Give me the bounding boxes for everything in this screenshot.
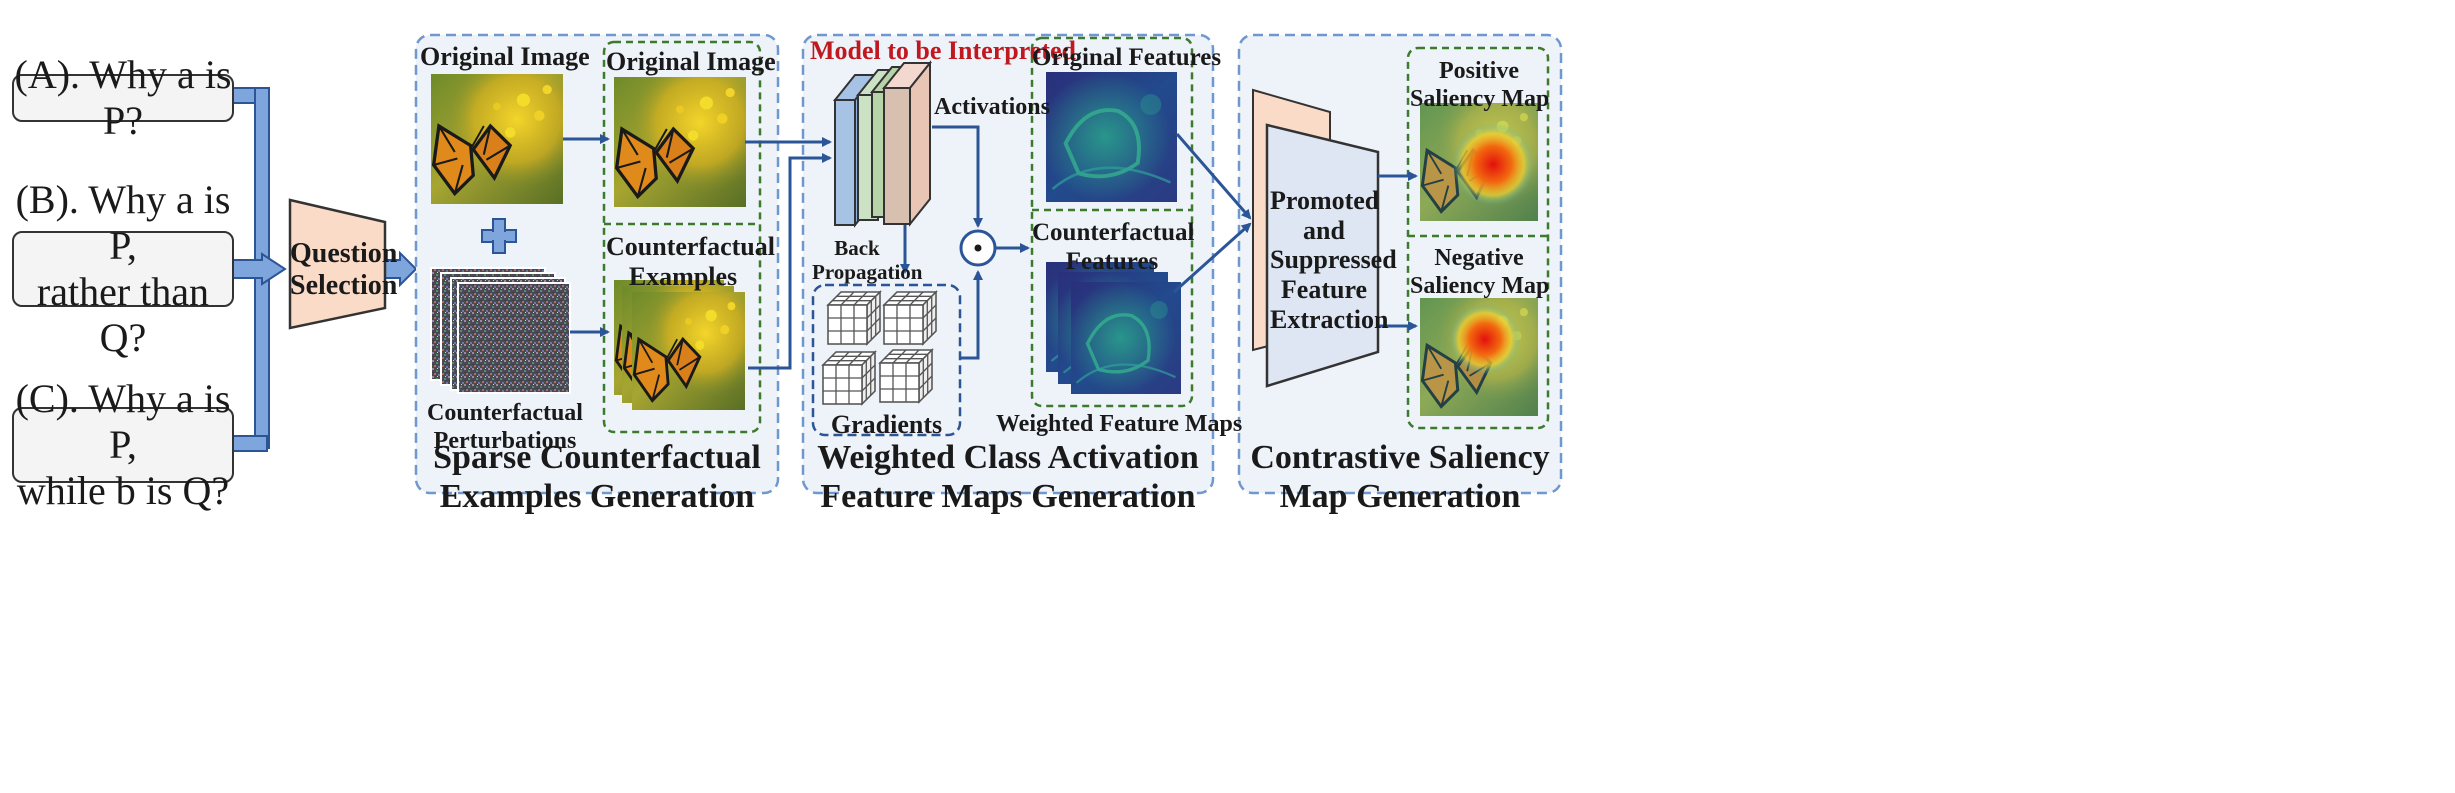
extract-line2: and	[1303, 215, 1345, 245]
examples-label: Counterfactual Examples	[606, 232, 775, 292]
arrow-activations	[932, 125, 983, 228]
original-image-left	[431, 74, 563, 204]
examples-line1: Counterfactual	[606, 232, 775, 261]
examples-group	[602, 40, 762, 434]
plus-icon	[481, 218, 517, 254]
negative-saliency-label: Negative Saliency Map	[1410, 245, 1550, 300]
sparse-title-line1: Sparse Counterfactual	[433, 439, 761, 476]
question-selection-line1: Question	[290, 238, 398, 269]
original-image-right-label: Original Image	[606, 47, 776, 76]
positive-line2: Saliency Map	[1410, 85, 1550, 112]
extract-line1: Promoted	[1270, 186, 1380, 215]
back-propagation-label: Back Propagation	[812, 236, 923, 285]
question-a-text: (A). Why a is P?	[14, 52, 232, 143]
cf-features-label: Counterfactual Features	[1032, 219, 1195, 277]
back-line1: Back	[834, 236, 880, 260]
question-selection-label: Question Selection	[290, 238, 398, 302]
positive-saliency-map	[1420, 103, 1538, 221]
cf-features-line2: Features	[1065, 247, 1159, 275]
hadamard-operator	[959, 229, 997, 267]
counterfactual-examples-stack	[614, 280, 745, 410]
question-b-box[interactable]: (B). Why a is P, rather than Q?	[12, 177, 234, 360]
weighted-title-line1: Weighted Class Activation	[817, 439, 1199, 476]
original-features-map	[1046, 72, 1177, 202]
question-a-box[interactable]: (A). Why a is P?	[12, 52, 234, 143]
perturbations-label: Counterfactual Perturbations	[425, 400, 585, 455]
question-selection-line2: Selection	[290, 270, 398, 302]
sparse-title-line2: Examples Generation	[439, 478, 755, 516]
sparse-panel-title: Sparse Counterfactual Examples Generatio…	[416, 438, 778, 516]
activations-label: Activations	[934, 94, 1050, 120]
weighted-title-line2: Feature Maps Generation	[820, 478, 1196, 516]
contrastive-title-line1: Contrastive Saliency	[1250, 439, 1550, 476]
question-selection-block	[288, 198, 387, 330]
question-bus	[231, 87, 418, 452]
question-b-line2: rather than Q?	[36, 269, 210, 360]
extraction-front-block	[1265, 123, 1380, 388]
contrastive-title-line2: Map Generation	[1279, 478, 1521, 516]
positive-saliency-label: Positive Saliency Map	[1410, 58, 1550, 113]
counterfactual-features-stack	[1046, 262, 1181, 394]
negative-line2: Saliency Map	[1410, 272, 1550, 299]
question-c-box[interactable]: (C). Why a is P, while b is Q?	[12, 376, 234, 513]
perturbations-line1: Counterfactual	[427, 400, 583, 426]
weighted-feature-maps-label: Weighted Feature Maps	[996, 411, 1243, 437]
original-image-left-label: Original Image	[420, 42, 590, 71]
arrow-to-model-bottom	[748, 153, 832, 370]
arrow-orig-features	[1175, 133, 1252, 220]
contrastive-panel-title: Contrastive Saliency Map Generation	[1239, 438, 1561, 516]
negative-saliency-map	[1420, 298, 1538, 416]
extract-line4: Feature	[1280, 274, 1368, 304]
perturbations-line2: Perturbations	[433, 427, 577, 454]
extract-line5: Extraction	[1270, 304, 1389, 334]
question-c-line1: (C). Why a is P,	[15, 376, 231, 467]
question-c-line2: while b is Q?	[16, 468, 230, 513]
original-features-label: Original Features	[1032, 44, 1222, 71]
weighted-panel-title: Weighted Class Activation Feature Maps G…	[803, 438, 1213, 516]
examples-line2: Examples	[628, 261, 738, 291]
extraction-label: Promoted and Suppressed Feature Extracti…	[1270, 186, 1397, 334]
extract-line3: Suppressed	[1270, 245, 1397, 275]
cf-features-line1: Counterfactual	[1032, 219, 1195, 246]
original-image-right	[614, 77, 746, 207]
arrow-cf-features	[1172, 222, 1252, 294]
model-layers	[832, 60, 933, 228]
back-line2: Propagation	[812, 260, 923, 285]
arrow-gradients	[960, 270, 983, 360]
features-group	[1030, 36, 1194, 408]
positive-line1: Positive	[1439, 58, 1519, 84]
model-label: Model to be Interpreted	[810, 36, 1076, 65]
saliency-group	[1406, 46, 1550, 430]
perturbation-stack	[430, 267, 571, 394]
negative-line1: Negative	[1434, 245, 1524, 271]
question-b-line1: (B). Why a is P,	[15, 177, 231, 268]
gradients-label: Gradients	[830, 410, 943, 439]
